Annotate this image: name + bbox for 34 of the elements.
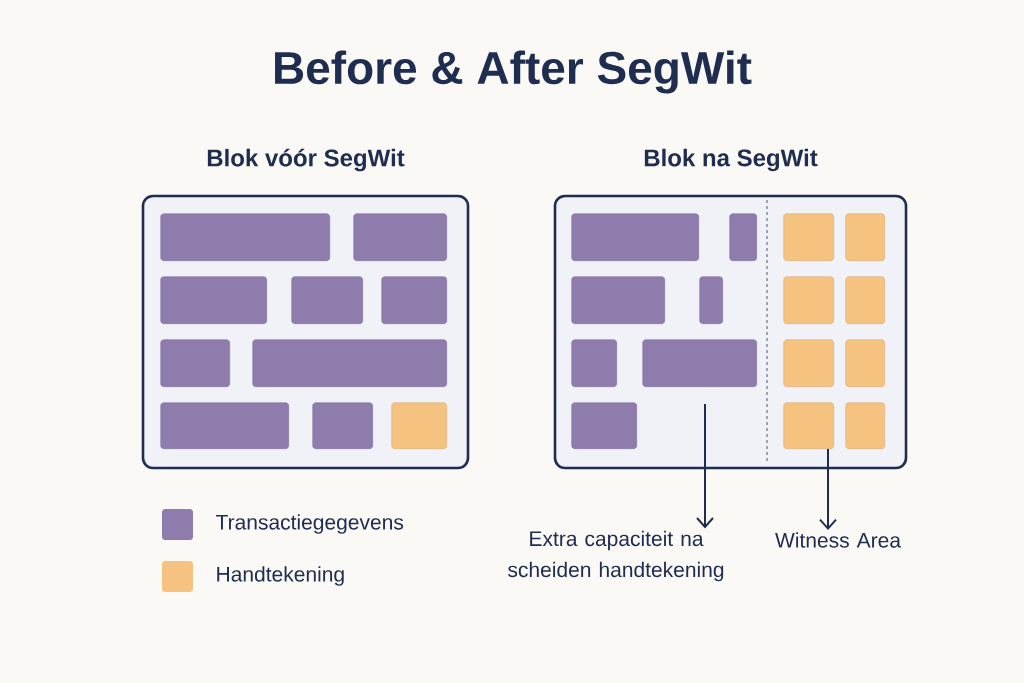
node-label: Blok na SegWit xyxy=(644,148,818,172)
data-block xyxy=(783,276,834,324)
data-block xyxy=(699,276,723,324)
data-block xyxy=(845,276,885,324)
data-block xyxy=(252,339,447,387)
legend-label: Handtekening xyxy=(217,566,344,586)
data-block xyxy=(312,402,373,449)
arrow xyxy=(819,447,837,531)
annotation-text: Witness Area xyxy=(775,532,901,548)
data-block xyxy=(845,402,885,449)
data-block xyxy=(571,276,665,324)
data-block xyxy=(845,213,885,261)
data-block xyxy=(642,339,757,387)
data-block xyxy=(729,213,757,261)
data-block xyxy=(160,402,289,449)
data-block xyxy=(391,402,447,449)
legend-label: Transactiegegevens xyxy=(216,514,404,534)
data-block xyxy=(571,213,699,261)
data-block xyxy=(783,213,834,261)
data-block xyxy=(160,276,267,324)
data-block xyxy=(291,276,363,324)
data-block xyxy=(381,276,447,324)
data-block xyxy=(845,339,885,387)
data-block xyxy=(571,339,617,387)
data-block xyxy=(783,402,834,449)
data-block xyxy=(160,339,230,387)
data-block xyxy=(571,402,637,449)
data-block xyxy=(160,213,330,261)
annotation-text: Extra capaciteit na scheiden handtekening xyxy=(508,530,724,582)
data-block xyxy=(353,213,447,261)
data-block xyxy=(783,339,834,387)
arrow xyxy=(696,403,714,529)
title: Before & After SegWit xyxy=(275,50,752,94)
node-label: Blok vóór SegWit xyxy=(207,148,405,172)
